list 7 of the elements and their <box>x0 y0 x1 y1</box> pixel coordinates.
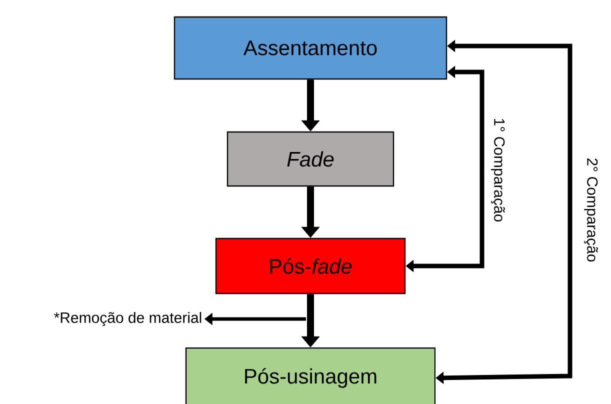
process-box: Pós-fade <box>215 238 406 294</box>
edge-label: 1° Comparação <box>490 116 506 224</box>
note-text: *Remoção de material <box>54 312 202 326</box>
process-box: Fade <box>226 131 394 187</box>
process-box: Pós-usinagem <box>185 347 436 404</box>
edge-label: 2° Comparação <box>583 156 599 264</box>
process-box: Assentamento <box>174 16 448 80</box>
